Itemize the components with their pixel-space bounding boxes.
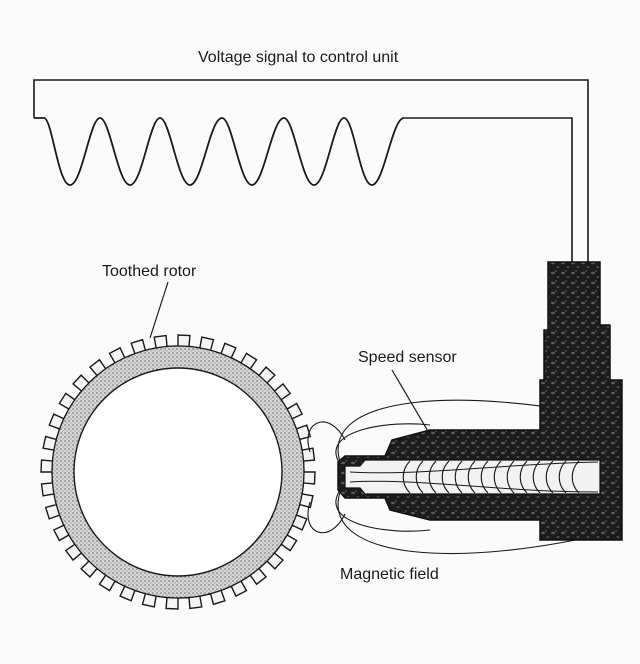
signal-wire [33,79,589,262]
coil-winding [441,460,450,494]
sensor-coil [402,460,580,494]
sensor-leader-line [391,369,433,439]
coil-winding [454,460,463,494]
sensor-pole-piece [349,461,599,493]
speed-sensor-label: Speed sensor [358,349,457,366]
coil-winding [506,460,515,494]
rotor-leader-line [149,281,169,339]
coil-winding [480,460,489,494]
coil-winding [532,460,541,494]
voltage-signal-label: Voltage signal to control unit [198,49,399,66]
sensor-core [344,459,601,495]
signal-wire-return [404,117,573,262]
magnetic-field-label: Magnetic field [340,566,439,583]
toothed-rotor-label: Toothed rotor [102,263,197,280]
coil-winding [493,460,502,494]
coil-winding [558,460,567,494]
speed-sensor [337,261,623,541]
toothed-rotor [40,334,316,610]
coil-winding [571,460,580,494]
voltage-waveform [34,117,405,186]
coil-winding [428,460,437,494]
coil-winding [545,460,554,494]
coil-winding [415,460,424,494]
coil-winding [402,460,411,494]
coil-winding [519,460,528,494]
rotor-hub [73,367,283,577]
coil-winding [467,460,476,494]
